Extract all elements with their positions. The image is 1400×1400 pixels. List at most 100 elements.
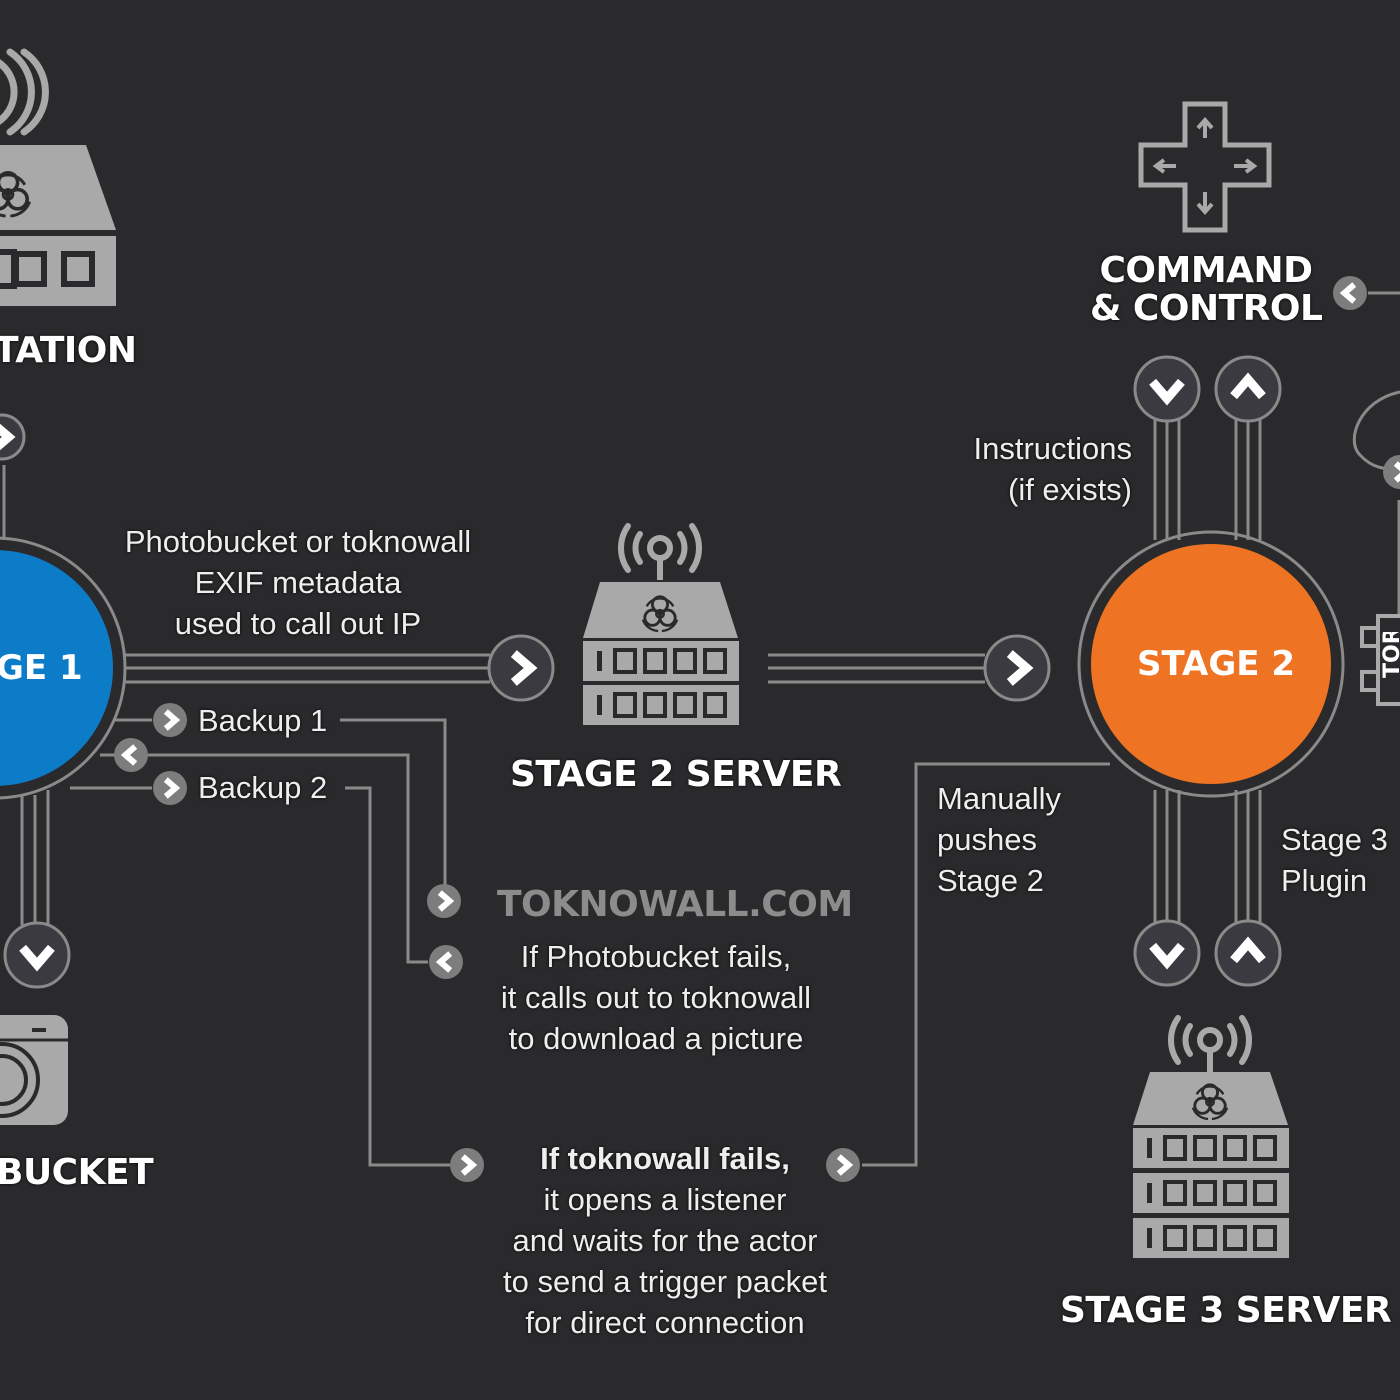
exif-annotation: Photobucket or toknowall EXIF metadata u… [100,521,496,644]
photobucket-label: BUCKET [0,1152,154,1193]
stage2-node[interactable] [1077,530,1345,798]
exif-line: EXIF metadata [194,565,402,600]
annotation-line: for direct connection [525,1305,805,1340]
arrow-button-circle [450,1148,484,1182]
arrow-button-stage1-stage2server[interactable] [487,634,555,702]
line-backup-return [100,753,428,964]
arrow-button-cc-up[interactable] [1214,355,1282,423]
line-stage2-stage3 [1153,790,1262,922]
arrow-button-backup1[interactable] [153,703,187,737]
arrow-button-circle [153,771,187,805]
arrow-button-cc-from-right[interactable] [1333,276,1367,310]
arrow-button-cc-down[interactable] [1133,355,1201,423]
stage3-server-label: STAGE 3 SERVER [1060,1290,1392,1331]
line-stage2-cc [1153,420,1262,540]
toknowall-label: TOKNOWALL.COM [497,884,853,925]
annotation-line: If Photobucket fails, [520,939,792,974]
arrow-button-circle [3,921,71,989]
annotation-line: Instructions [973,431,1132,466]
stage3-server-icon [1131,1018,1291,1260]
arrow-button-stage3-down[interactable] [1133,919,1201,987]
dpad-icon [1138,101,1272,233]
annotation-line: Manually [937,781,1062,816]
annotation-line: to send a trigger packet [503,1264,827,1299]
chevron-left-icon [120,744,138,766]
chevron-right-icon [836,1154,854,1176]
arrow-button-circle [487,634,555,702]
stage2-server-icon [581,526,741,727]
stage2-label: STAGE 2 [1137,644,1295,684]
arrow-button-circle [1333,276,1367,310]
line-backup2 [70,786,450,1167]
arrow-button-circle [983,634,1051,702]
manually-pushes-annotation: Manually pushes Stage 2 [937,778,1061,901]
arrow-button-toknowall-out[interactable] [429,945,463,979]
right-partial-label-box: TOR [1378,632,1400,692]
backup1-label: Backup 1 [198,703,328,738]
chevron-right-icon [510,650,538,686]
arrow-button-backup2[interactable] [153,771,187,805]
chevron-left-icon [1339,282,1357,304]
workstation-label: TATION [0,330,137,371]
chevron-right-icon [163,777,181,799]
chip-icon [1360,614,1400,706]
infected-workstation-icon [0,48,116,306]
line-backup1 [115,718,447,885]
stage2-ring [1077,530,1345,798]
chevron-right-icon [437,890,455,912]
arrow-button-listener-in[interactable] [450,1148,484,1182]
arrow-button-circle [1133,919,1201,987]
arrow-button-listener-out[interactable] [826,1148,860,1182]
stage1-node[interactable] [0,536,127,800]
arrow-button-stage1-photobucket[interactable] [3,921,71,989]
annotation-line: Stage 2 [937,863,1044,898]
arrow-button-circle [153,703,187,737]
instructions-annotation: Instructions (if exists) [930,428,1132,510]
arrow-button-stage2server-stage2[interactable] [983,634,1051,702]
arrow-button-circle [429,945,463,979]
command-control-line2: & CONTROL [1090,288,1323,329]
arrow-button-circle [1383,455,1400,489]
camera-icon [0,1015,68,1125]
annotation-line: Plugin [1281,863,1368,898]
line-stage1-stage2server [125,653,490,684]
annotation-line: (if exists) [1008,472,1132,507]
arrow-button-circle [826,1148,860,1182]
line-listener-stage2 [862,762,1110,1167]
annotation-line: If toknowall fails, [540,1141,790,1176]
photobucket-fails-annotation: If Photobucket fails, it calls out to to… [470,936,842,1059]
stage2-server-label: STAGE 2 SERVER [510,754,842,795]
arrow-button-circle [427,884,461,918]
arrow-button-circle [1214,919,1282,987]
exif-line: Photobucket or toknowall [124,524,472,559]
arrow-button-toknowall-in[interactable] [427,884,461,918]
annotation-line: it opens a listener [543,1182,787,1217]
chevron-down-icon [1149,378,1185,406]
stage1-circle [0,550,113,786]
chevron-right-icon [1006,650,1034,686]
right-partial-label: TOR [1380,632,1400,678]
exif-line: used to call out IP [174,606,422,641]
annotation-line: to download a picture [508,1021,804,1056]
stage3-plugin-annotation: Stage 3 Plugin [1281,819,1388,901]
chevron-down-icon [19,944,55,972]
arrow-button-backup-return[interactable] [114,738,148,772]
chevron-right-icon [460,1154,478,1176]
arrow-button-right-loop[interactable] [1383,455,1400,489]
chevron-up-icon [1230,936,1266,964]
chevron-down-icon [1149,942,1185,970]
arrow-button-circle [1214,355,1282,423]
connector-lines [2,291,1400,1167]
stage2-circle [1091,544,1331,784]
toknowall-fails-annotation: If toknowall fails, it opens a listener … [482,1138,848,1343]
stage1-label: GE 1 [0,648,83,688]
chevron-left-icon [435,951,453,973]
command-control-line1: COMMAND [1099,250,1313,291]
backup2-label: Backup 2 [198,770,328,805]
arrow-button-stage3-up[interactable] [1214,919,1282,987]
chevron-right-icon [0,423,16,451]
stage1-ring [0,536,127,800]
arrow-button-workstation-stage1[interactable] [0,413,26,461]
arrow-button-circle [1133,355,1201,423]
